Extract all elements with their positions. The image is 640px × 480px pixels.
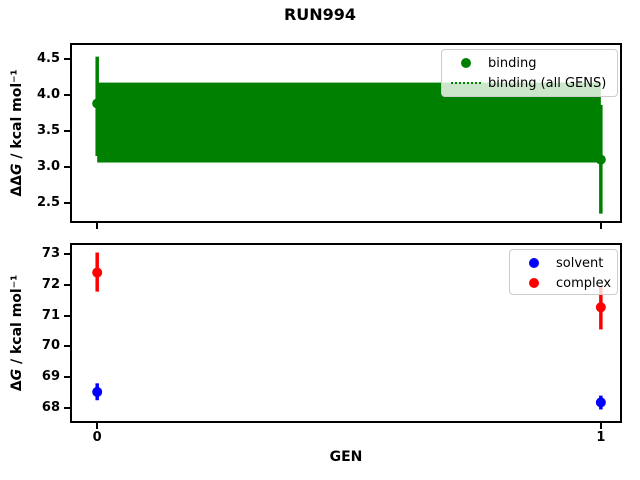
y-tick-mark [64,406,70,409]
x-tick-mark [599,223,602,229]
y-tick-mark [64,201,70,204]
y-tick-label: 3.0 [36,158,60,174]
figure-title: RUN994 [283,5,357,24]
bottom-axes [70,243,622,423]
legend-item-complex: complex [512,273,615,293]
y-tick-label: 4.0 [36,86,60,102]
plot-area [92,252,606,410]
solvent-data-point [595,397,606,408]
top-ylabel-units: / kcal mol⁻¹ [9,69,25,164]
y-tick-mark [64,93,70,96]
y-tick-label: 73 [41,246,60,262]
top-ylabel-delta: ΔΔ [9,174,25,197]
legend-item-solvent: solvent [512,253,615,273]
binding-data-point [92,98,103,109]
x-tick-label: 0 [92,430,102,445]
legend-label: solvent [556,255,604,271]
y-tick-mark [64,129,70,132]
x-tick-mark [96,423,99,429]
y-tick-mark [64,314,70,317]
y-tick-label: 72 [41,276,60,292]
x-tick-mark [96,223,99,229]
solvent-data-point [92,386,103,397]
legend-item-binding: binding [444,53,615,73]
binding-data-point [595,154,606,165]
y-tick-label: 2.5 [36,194,60,210]
binding-dot-icon [444,58,488,68]
top-legend: binding binding (all GENS) [441,49,618,97]
y-tick-mark [64,376,70,379]
y-tick-mark [64,283,70,286]
y-tick-mark [64,253,70,256]
legend-label: binding (all GENS) [488,75,607,91]
complex-data-point [595,302,606,313]
solvent-dot-icon [512,258,556,268]
y-tick-label: 69 [41,369,60,385]
y-tick-mark [64,345,70,348]
x-tick-mark [599,423,602,429]
bottom-legend: solvent complex [509,249,618,295]
binding-all-gens-dotted-line-icon [444,82,488,84]
complex-dot-icon [512,278,556,288]
y-tick-mark [64,57,70,60]
y-tick-label: 71 [41,307,60,323]
legend-item-binding-all-gens: binding (all GENS) [444,73,615,93]
complex-data-point [92,267,103,278]
y-tick-mark [64,165,70,168]
y-tick-label: 70 [41,338,60,354]
legend-label: binding [488,55,537,71]
x-tick-label: 1 [596,430,606,445]
y-tick-label: 3.5 [36,122,60,138]
legend-label: complex [556,275,612,291]
y-tick-label: 4.5 [36,50,60,66]
y-tick-label: 68 [41,399,60,415]
x-axis-label: GEN [329,449,363,465]
